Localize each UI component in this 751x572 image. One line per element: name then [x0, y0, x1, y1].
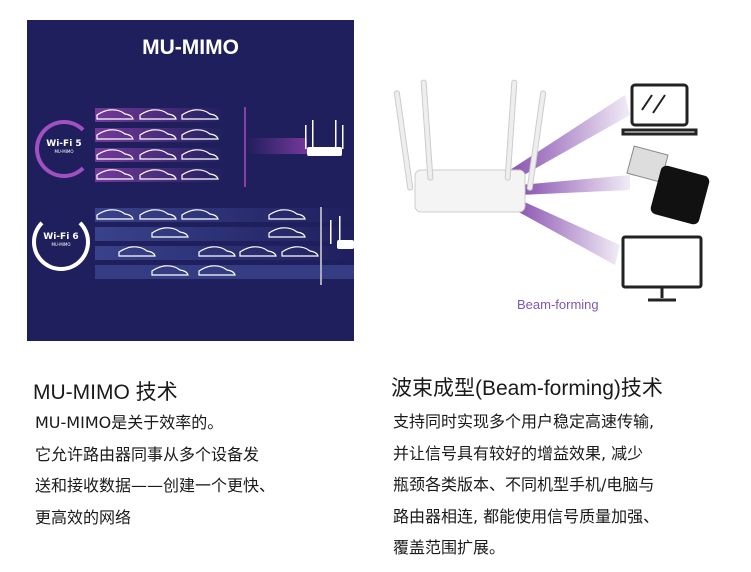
text-line: 并让信号具有较好的增益效果, 减少 [393, 443, 644, 463]
car-icon [268, 227, 306, 238]
car-icon [139, 169, 177, 180]
beamforming-illustration [393, 79, 710, 302]
traffic-lanes-illustration [95, 107, 354, 285]
car-icon [96, 109, 134, 120]
mu-mimo-description: MU-MIMO是关于效率的。 它允许路由器同事从多个设备发 送和接收数据——创建… [35, 407, 275, 533]
beamforming-label: Beam-forming [517, 297, 599, 312]
text-line: 它允许路由器同事从多个设备发 [35, 444, 260, 464]
text-line: 更高效的网络 [35, 507, 132, 527]
car-icon [181, 209, 219, 220]
car-icon [139, 109, 177, 120]
text-line: 支持同时实现多个用户稳定高速传输, [393, 412, 655, 431]
beam-to-dongle [520, 175, 630, 195]
text-line: MU-MIMO是关于效率的。 [35, 413, 224, 432]
monitor-icon [621, 235, 703, 302]
laptop-icon [621, 83, 698, 136]
car-icon [118, 246, 156, 257]
wifi5-label: Wi-Fi 5 [46, 139, 82, 149]
car-icon [281, 246, 319, 257]
car-icon [181, 149, 219, 160]
car-icon [181, 109, 219, 120]
car-icon [181, 169, 219, 180]
car-icon [96, 129, 134, 140]
wifi6-label: Wi-Fi 6 [43, 232, 79, 242]
car-icon [151, 227, 189, 238]
diagram-title: MU-MIMO [142, 36, 239, 59]
text-line: 路由器相连, 都能使用信号质量加强、 [393, 506, 660, 526]
car-icon [139, 149, 177, 160]
text-line: 瓶颈各类版本、不同机型手机/电脑与 [393, 475, 655, 494]
text-line: 覆盖范围扩展。 [393, 538, 506, 557]
beam-to-laptop [510, 95, 630, 180]
car-icon [198, 265, 236, 276]
beam-to-monitor [515, 200, 620, 265]
car-icon [96, 149, 134, 160]
beamforming-description: 支持同时实现多个用户稳定高速传输, 并让信号具有较好的增益效果, 减少 瓶颈各类… [393, 406, 659, 564]
text-line: 送和接收数据——创建一个更快、 [35, 476, 276, 495]
car-icon [139, 209, 177, 220]
car-icon [268, 209, 306, 220]
car-icon [151, 265, 189, 276]
car-icon [181, 129, 219, 140]
car-icon [96, 169, 134, 180]
car-icon [239, 246, 277, 257]
router-icon [393, 79, 547, 213]
car-icon [96, 209, 134, 220]
wifi5-sub: MU-MIMO [54, 149, 74, 154]
usb-dongle-icon [626, 145, 710, 225]
beamforming-heading: 波束成型(Beam-forming)技术 [391, 377, 663, 400]
car-icon [139, 129, 177, 140]
router-icon [330, 216, 354, 249]
wifi6-sub: MU-MIMO [51, 242, 71, 247]
router-icon [305, 120, 344, 156]
car-icon [198, 246, 236, 257]
mu-mimo-heading: MU-MIMO 技术 [33, 381, 178, 404]
